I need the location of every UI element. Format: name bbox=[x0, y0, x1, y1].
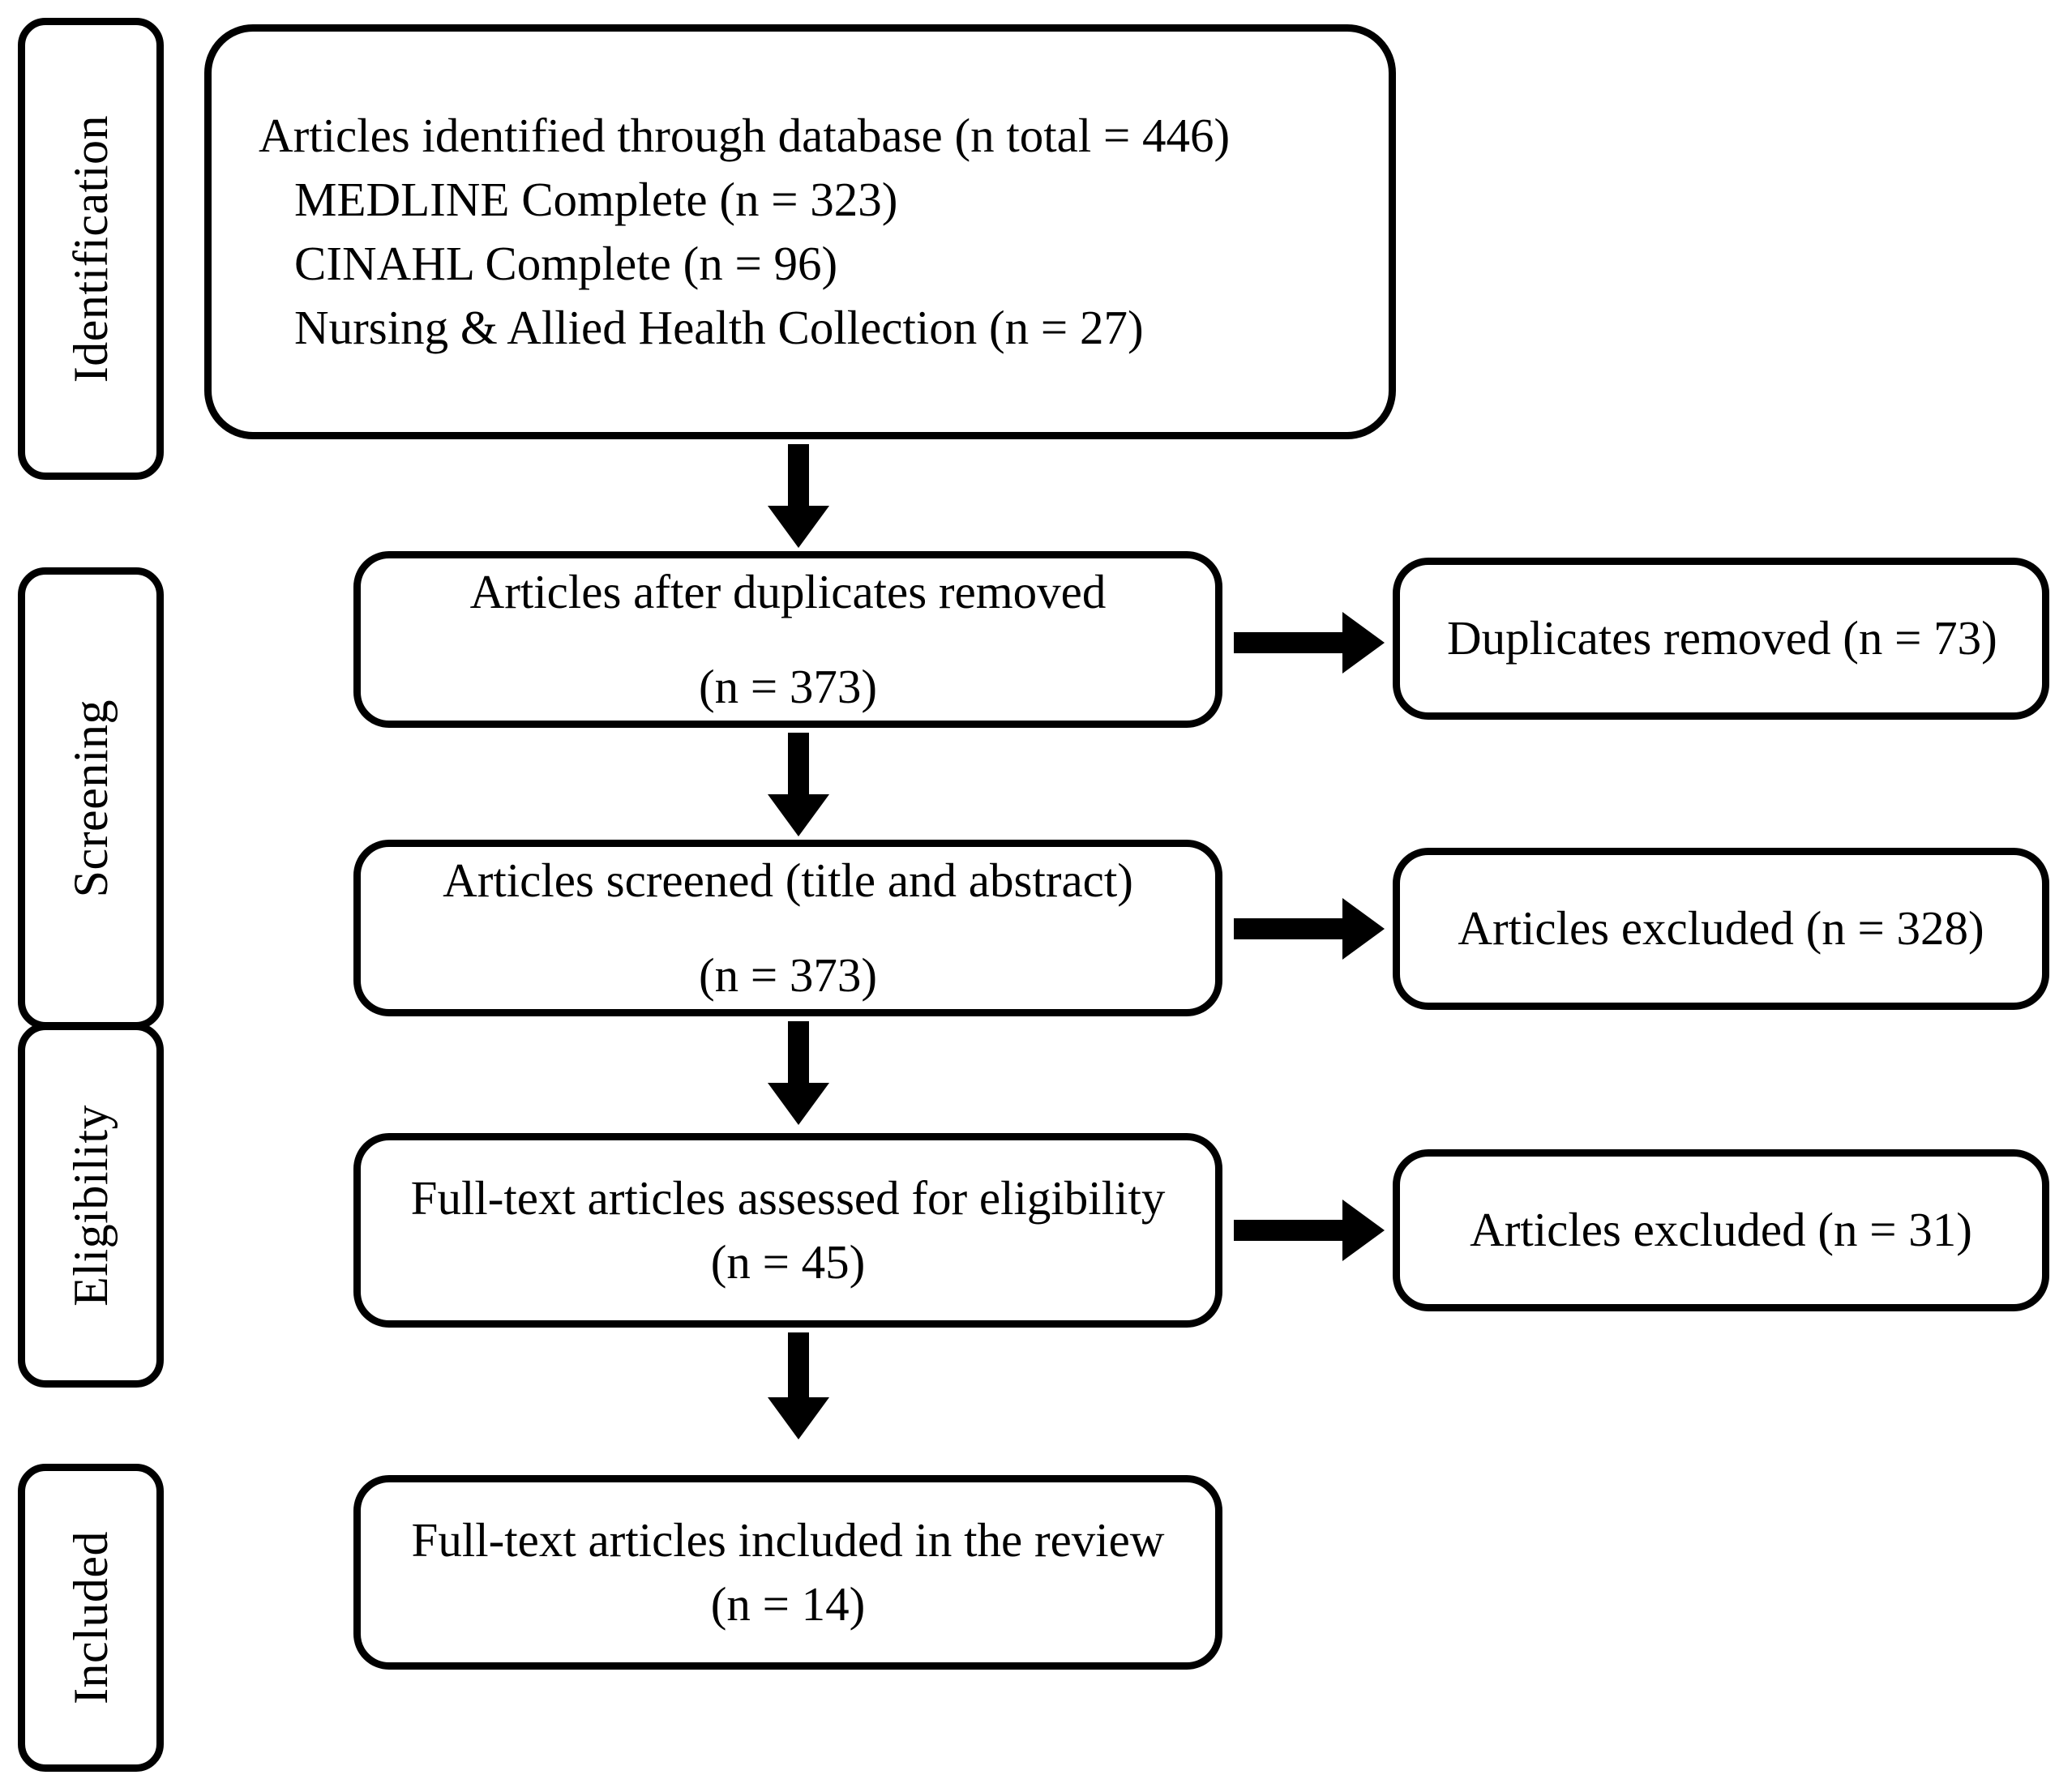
arrow-head bbox=[768, 1083, 829, 1125]
box-articles-after-duplicates-content: Articles after duplicates removed (n = 3… bbox=[361, 560, 1215, 719]
stage-box-identification: Identification bbox=[18, 18, 164, 480]
box-articles-excluded-screening: Articles excluded (n = 328) bbox=[1393, 848, 2049, 1010]
articles-identified-total: Articles identified through database (n … bbox=[259, 108, 1231, 162]
full-text-included-label: Full-text articles included in the revie… bbox=[411, 1512, 1165, 1567]
arrow-shaft bbox=[788, 1332, 809, 1405]
full-text-assessed-label: Full-text articles assessed for eligibil… bbox=[410, 1170, 1166, 1225]
box-articles-screened-content: Articles screened (title and abstract) (… bbox=[361, 849, 1215, 1007]
stage-label-included: Included bbox=[64, 1531, 118, 1704]
arrow-to-excluded-screening-box bbox=[1234, 898, 1385, 960]
articles-identified-medline: MEDLINE Complete (n = 323) bbox=[294, 172, 898, 226]
arrow-shaft bbox=[1234, 918, 1347, 939]
after-duplicates-label: Articles after duplicates removed bbox=[469, 564, 1107, 618]
articles-identified-nursing: Nursing & Allied Health Collection (n = … bbox=[294, 301, 1144, 355]
box-articles-screened: Articles screened (title and abstract) (… bbox=[353, 840, 1222, 1016]
box-articles-identified: Articles identified through database (n … bbox=[204, 24, 1396, 439]
stage-label-identification: Identification bbox=[64, 114, 118, 383]
after-duplicates-count: (n = 373) bbox=[698, 660, 878, 713]
articles-screened-label: Articles screened (title and abstract) bbox=[443, 853, 1133, 907]
arrow-head bbox=[768, 794, 829, 836]
arrow-identified-to-duplicates-removed bbox=[734, 444, 863, 548]
arrow-to-excluded-eligibility-box bbox=[1234, 1200, 1385, 1261]
stage-box-included: Included bbox=[18, 1464, 164, 1772]
arrow-screened-to-full-text bbox=[734, 1021, 863, 1125]
box-articles-after-duplicates: Articles after duplicates removed (n = 3… bbox=[353, 551, 1222, 728]
box-full-text-included-content: Full-text articles included in the revie… bbox=[361, 1508, 1215, 1636]
articles-excluded-eligibility-label: Articles excluded (n = 31) bbox=[1470, 1203, 1972, 1257]
stage-label-screening: Screening bbox=[64, 699, 118, 898]
arrow-head bbox=[1342, 612, 1385, 674]
box-full-text-assessed: Full-text articles assessed for eligibil… bbox=[353, 1133, 1222, 1328]
box-articles-identified-content: Articles identified through database (n … bbox=[212, 104, 1389, 360]
duplicates-removed-label: Duplicates removed (n = 73) bbox=[1447, 611, 1997, 665]
articles-screened-count: (n = 373) bbox=[698, 948, 878, 1002]
box-full-text-included: Full-text articles included in the revie… bbox=[353, 1475, 1222, 1670]
stage-label-eligibility: Eligibility bbox=[64, 1104, 118, 1307]
box-articles-excluded-eligibility: Articles excluded (n = 31) bbox=[1393, 1149, 2049, 1311]
arrow-shaft bbox=[788, 733, 809, 802]
arrow-to-duplicates-removed-box bbox=[1234, 612, 1385, 674]
arrow-shaft bbox=[1234, 632, 1347, 653]
arrow-duplicates-to-screened bbox=[734, 733, 863, 836]
arrow-full-text-to-included bbox=[734, 1332, 863, 1439]
box-duplicates-removed: Duplicates removed (n = 73) bbox=[1393, 558, 2049, 720]
box-full-text-assessed-content: Full-text articles assessed for eligibil… bbox=[361, 1166, 1215, 1294]
box-articles-excluded-screening-content: Articles excluded (n = 328) bbox=[1400, 896, 2042, 960]
arrow-head bbox=[768, 1397, 829, 1439]
box-duplicates-removed-content: Duplicates removed (n = 73) bbox=[1400, 606, 2042, 670]
arrow-head bbox=[768, 506, 829, 548]
arrow-head bbox=[1342, 898, 1385, 960]
full-text-assessed-count: (n = 45) bbox=[710, 1235, 866, 1289]
stage-box-screening: Screening bbox=[18, 567, 164, 1029]
arrow-shaft bbox=[1234, 1220, 1347, 1241]
articles-identified-cinahl: CINAHL Complete (n = 96) bbox=[294, 237, 838, 290]
box-articles-excluded-eligibility-content: Articles excluded (n = 31) bbox=[1400, 1198, 2042, 1262]
stage-box-eligibility: Eligibility bbox=[18, 1023, 164, 1388]
arrow-head bbox=[1342, 1200, 1385, 1261]
full-text-included-count: (n = 14) bbox=[710, 1577, 866, 1631]
arrow-shaft bbox=[788, 1021, 809, 1091]
articles-excluded-screening-label: Articles excluded (n = 328) bbox=[1458, 901, 1984, 956]
arrow-shaft bbox=[788, 444, 809, 514]
